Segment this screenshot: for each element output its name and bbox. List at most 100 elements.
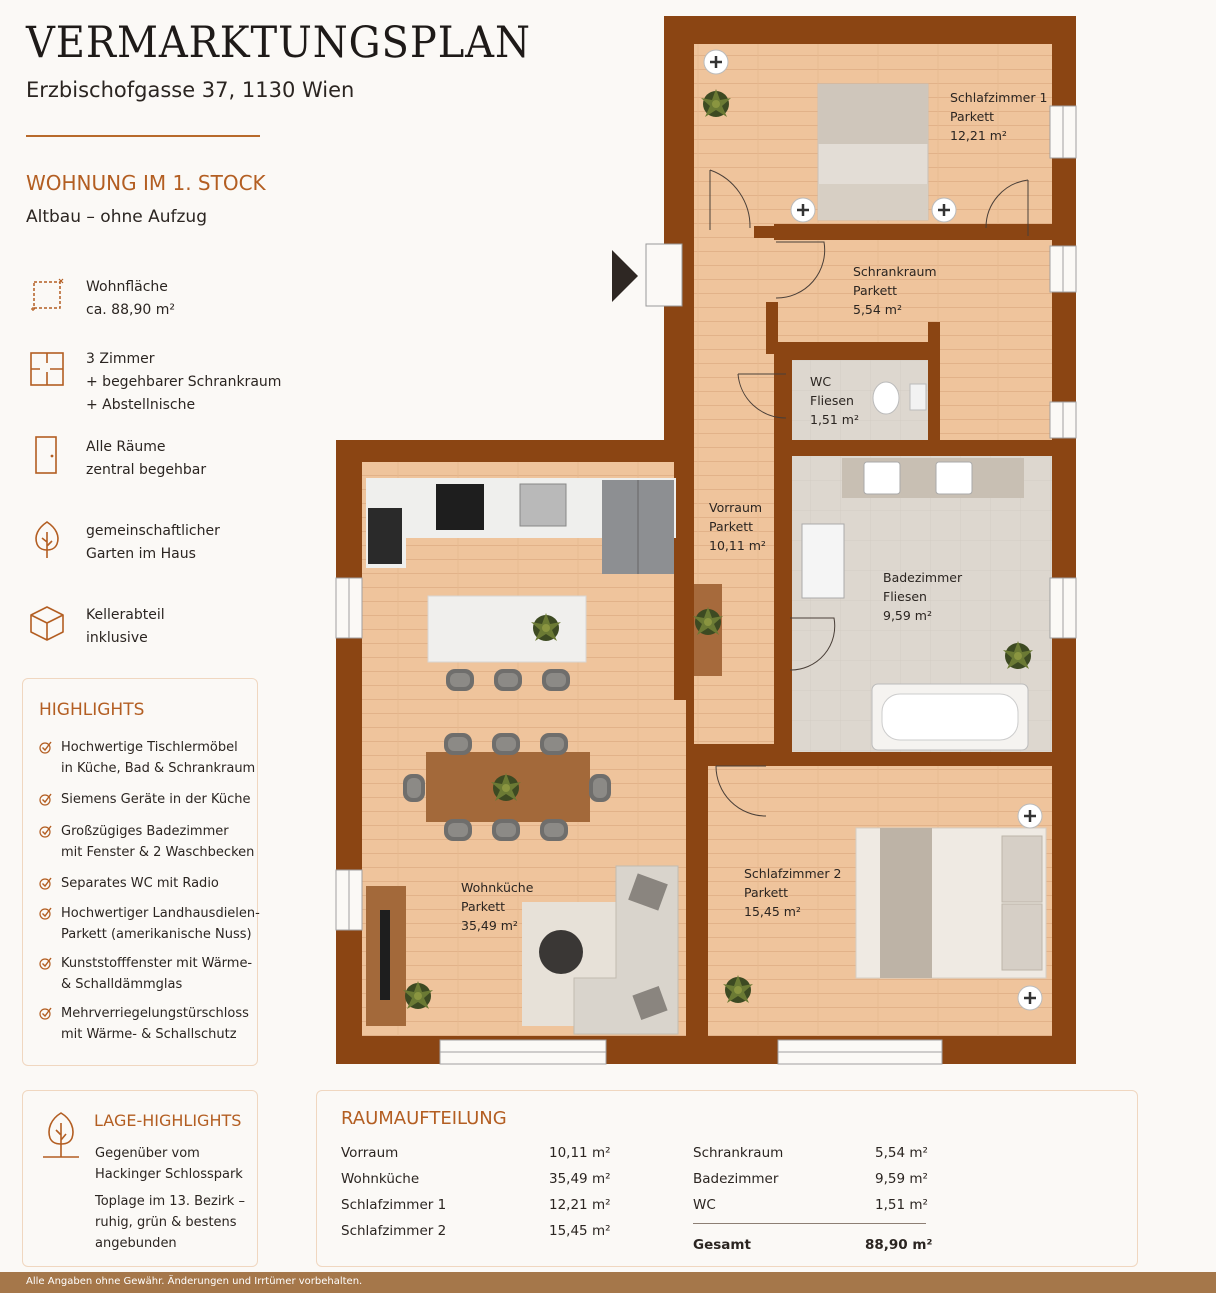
ra-name: Vorraum: [341, 1145, 399, 1161]
oven: [368, 508, 402, 564]
toilet-cistern: [909, 383, 927, 411]
kitchen-island: [427, 595, 587, 663]
highlight-line: mit Fenster & 2 Waschbecken: [61, 845, 255, 860]
ra-area: 15,45 m²: [549, 1223, 611, 1239]
entrance-door[interactable]: [645, 243, 683, 307]
room-floor: Parkett: [461, 899, 506, 914]
bar-stool: [494, 669, 522, 691]
bed-blanket: [818, 184, 928, 220]
label-schrankraum: Schrankraum Parkett 5,54 m²: [853, 262, 937, 319]
label-wc: WC Fliesen 1,51 m²: [810, 372, 859, 429]
lamp-icon: [1016, 802, 1044, 830]
footer-bar: Alle Angaben ohne Gewähr. Änderungen und…: [0, 1272, 1216, 1293]
ra-area: 12,21 m²: [549, 1197, 611, 1213]
toilet: [872, 381, 900, 415]
room-schrankraum-lower: [940, 352, 1052, 440]
room-area: 10,11 m²: [709, 538, 766, 553]
label-schlafzimmer2: Schlafzimmer 2 Parkett 15,45 m²: [744, 864, 841, 921]
inner-wall: [674, 306, 694, 700]
ra-area: 9,59 m²: [875, 1171, 928, 1187]
check-icon: [39, 793, 52, 806]
address: Erzbischofgasse 37, 1130 Wien: [26, 78, 355, 102]
door-icon: [35, 436, 57, 474]
inner-wall: [754, 226, 984, 238]
bed-pillows: [818, 84, 928, 144]
room-floor: Parkett: [950, 109, 995, 124]
bathtub-basin: [881, 693, 1019, 741]
feature-line: Wohnfläche: [86, 279, 168, 295]
room-floor: Parkett: [744, 885, 789, 900]
inner-wall: [928, 322, 940, 444]
room-vorraum-lower: [694, 684, 774, 744]
ra-area: 5,54 m²: [875, 1145, 928, 1161]
lage-line: Hackinger Schlosspark: [95, 1167, 243, 1182]
lage-heading: LAGE-HIGHLIGHTS: [94, 1111, 242, 1130]
ra-name: Wohnküche: [341, 1171, 420, 1187]
check-icon: [39, 741, 52, 754]
ra-area: 10,11 m²: [549, 1145, 611, 1161]
feature-line: 3 Zimmer: [86, 351, 155, 367]
lage-box: LAGE-HIGHLIGHTS Gegenüber vom Hackinger …: [22, 1090, 258, 1267]
lamp-icon: [702, 48, 730, 76]
footer-disclaimer: Alle Angaben ohne Gewähr. Änderungen und…: [26, 1276, 363, 1287]
feature-line: + begehbarer Schrankraum: [86, 374, 282, 390]
ra-total-name: Gesamt: [693, 1237, 751, 1253]
label-schlafzimmer1: Schlafzimmer 1 Parkett 12,21 m²: [950, 88, 1047, 145]
chair: [492, 819, 520, 841]
feature-line: Alle Räume: [86, 439, 166, 455]
room-name: Schrankraum: [853, 264, 937, 279]
sink: [863, 461, 901, 495]
feature-line: ca. 88,90 m²: [86, 302, 175, 318]
raumaufteilung-heading: RAUMAUFTEILUNG: [341, 1108, 507, 1129]
feature-line: zentral begehbar: [86, 462, 207, 478]
highlight-line: Kunststofffenster mit Wärme-: [61, 956, 253, 971]
lage-line: Toplage im 13. Bezirk –: [95, 1194, 245, 1209]
label-vorraum: Vorraum Parkett 10,11 m²: [709, 498, 766, 555]
feature-line: gemeinschaftlicher: [86, 523, 220, 539]
total-divider: [693, 1223, 926, 1224]
chair: [444, 819, 472, 841]
lage-line: angebunden: [95, 1236, 177, 1251]
inner-wall: [778, 440, 1052, 454]
room-name: Schlafzimmer 2: [744, 866, 842, 881]
rooms-icon: [30, 352, 64, 386]
bed-2-throw: [880, 828, 932, 978]
check-icon: [39, 957, 52, 970]
lamp-icon: [1016, 984, 1044, 1012]
cube-icon: [30, 606, 64, 641]
room-name: Wohnküche: [461, 880, 534, 895]
room-floor: Parkett: [709, 519, 754, 534]
feature-line: Garten im Haus: [86, 546, 196, 562]
ra-name: Schrankraum: [693, 1145, 784, 1161]
room-floor: Parkett: [853, 283, 898, 298]
highlight-line: Siemens Geräte in der Küche: [61, 792, 251, 807]
section-subheading: Altbau – ohne Aufzug: [26, 207, 207, 227]
cooktop: [436, 484, 484, 530]
highlight-line: Hochwertiger Landhausdielen-: [61, 906, 260, 921]
door-swings: [709, 169, 1029, 817]
inner-wall: [766, 752, 1052, 766]
inner-wall: [778, 420, 792, 620]
tree-icon: [35, 521, 59, 558]
chair: [589, 774, 611, 802]
check-icon: [39, 907, 52, 920]
inner-wall: [766, 302, 778, 354]
chair: [403, 774, 425, 802]
room-area: 1,51 m²: [810, 412, 859, 427]
lamp-icon: [789, 196, 817, 224]
highlight-line: in Küche, Bad & Schrankraum: [61, 761, 256, 776]
room-schrankraum: [774, 240, 1052, 352]
bar-stool: [542, 669, 570, 691]
highlight-line: Hochwertige Tischlermöbel: [61, 740, 238, 755]
raumaufteilung-box: RAUMAUFTEILUNG Vorraum 10,11 m² Wohnküch…: [316, 1090, 1138, 1267]
bar-stool: [446, 669, 474, 691]
room-area: 5,54 m²: [853, 302, 902, 317]
room-name: Badezimmer: [883, 570, 963, 585]
inner-wall: [686, 752, 706, 1036]
ra-name: Schlafzimmer 1: [341, 1197, 447, 1213]
chair: [540, 733, 568, 755]
feature-line: + Abstellnische: [86, 397, 196, 413]
highlight-line: Separates WC mit Radio: [61, 876, 219, 891]
